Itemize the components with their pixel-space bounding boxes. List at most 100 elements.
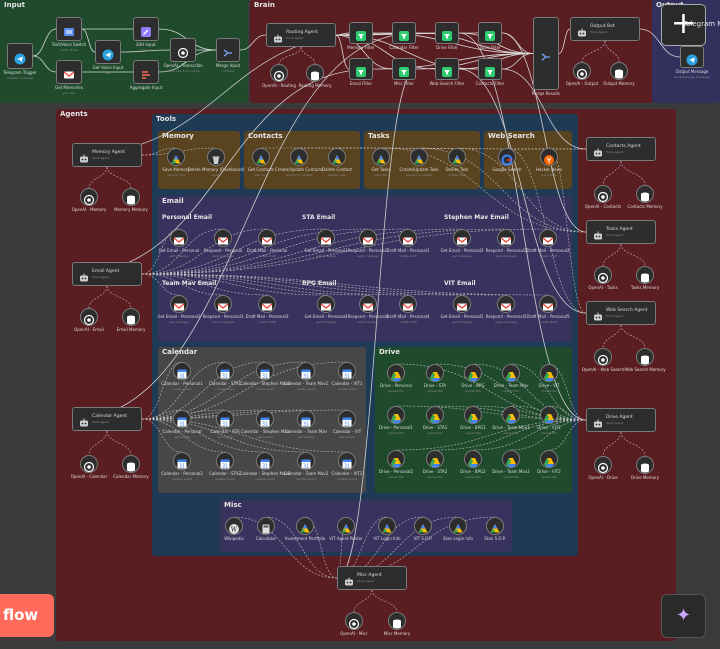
node-contacts-memory[interactable]: Contacts Memory — [627, 185, 663, 209]
node-routing-memory[interactable]: Routing Memory — [299, 64, 331, 88]
output-message-body[interactable] — [680, 46, 704, 68]
drive-filter-body[interactable] — [435, 22, 459, 44]
calendar-sta2-body[interactable]: 31 — [216, 452, 234, 470]
routing-memory-body[interactable] — [306, 64, 324, 82]
node-misc-memory[interactable]: Misc Memory — [384, 612, 410, 636]
node-calendar-memory[interactable]: Calendar Memory — [113, 455, 149, 479]
draft-mail-personal2-body[interactable] — [539, 229, 557, 247]
calendar-personal2-body[interactable]: 31 — [173, 452, 191, 470]
get-email-personal5-body[interactable] — [453, 295, 471, 313]
tasks-agent-body[interactable] — [586, 220, 656, 244]
contacts-filter-body[interactable] — [478, 58, 502, 80]
vit-login-info-body[interactable] — [378, 517, 396, 535]
node-openai-output[interactable]: OpenAI - Output — [566, 62, 598, 86]
drive-bpg1-body[interactable] — [464, 406, 482, 424]
stan-login-info-body[interactable] — [449, 517, 467, 535]
tasks-memory-body[interactable] — [636, 266, 654, 284]
section-email[interactable]: Email — [158, 196, 572, 342]
telegram-trigger-body[interactable] — [7, 43, 33, 69]
drive-agent-body[interactable] — [586, 408, 656, 432]
memory-memory-body[interactable] — [122, 188, 140, 206]
calendar-memory-body[interactable] — [122, 455, 140, 473]
drive-team-mav2-body[interactable] — [502, 450, 520, 468]
drive-memory-body[interactable] — [636, 456, 654, 474]
vit-agent-roster-body[interactable] — [337, 517, 355, 535]
drive-bpg2-body[interactable] — [464, 450, 482, 468]
node-misc-filter[interactable]: Misc Filter — [392, 58, 416, 86]
calendar-sta-body[interactable]: 31 — [216, 410, 234, 428]
calendar-filter-body[interactable] — [392, 22, 416, 44]
openai-misc-body[interactable] — [345, 612, 363, 630]
get-memories-body[interactable] — [56, 60, 82, 84]
respond-personal3-body[interactable] — [214, 295, 232, 313]
output-bot-body[interactable] — [570, 17, 640, 41]
node-email-filter[interactable]: Email Filter — [349, 58, 373, 86]
calendar-vit2-body[interactable]: 31 — [338, 452, 356, 470]
google-search-body[interactable] — [498, 148, 516, 166]
respond-personal1-body[interactable] — [359, 229, 377, 247]
contacts-memory-body[interactable] — [636, 185, 654, 203]
respond-personal5-body[interactable] — [497, 295, 515, 313]
node-investment-portfolio[interactable]: Investment Portfolio — [285, 517, 325, 541]
node-web-search-memory[interactable]: Web Search Memory — [624, 348, 666, 372]
node-openai-calendar[interactable]: OpenAI - Calendar — [71, 455, 107, 479]
vit-sop-body[interactable] — [414, 517, 432, 535]
calendar-agent-body[interactable] — [72, 407, 142, 431]
draft-mail-personal3-body[interactable] — [258, 295, 276, 313]
add-node-button[interactable]: + — [661, 4, 706, 46]
investment-portfolio-body[interactable] — [296, 517, 314, 535]
node-vit-login-info[interactable]: VIT Login Info — [373, 517, 401, 541]
create-update-contacts-body[interactable] — [290, 148, 308, 166]
node-openai-contacts[interactable]: OpenAI - Contacts — [585, 185, 621, 209]
node-drive-filter[interactable]: Drive Filter — [435, 22, 459, 50]
node-memory-filter[interactable]: Memory Filter — [347, 22, 375, 50]
openai-calendar-body[interactable] — [80, 455, 98, 473]
node-delete-memory[interactable]: Delete Memory (Dashboard)delete — [188, 148, 244, 177]
drive-personal-body[interactable] — [387, 364, 405, 382]
openai-memory-body[interactable] — [80, 188, 98, 206]
node-openai-drive[interactable]: OpenAI - Drive — [588, 456, 618, 480]
node-contacts-filter[interactable]: Contacts Filter — [476, 58, 504, 86]
section-input[interactable]: Input — [0, 0, 248, 103]
calendar-team-mav-body[interactable]: 31 — [297, 410, 315, 428]
misc-memory-body[interactable] — [388, 612, 406, 630]
node-stan-login-info[interactable]: Stan Login Info — [443, 517, 473, 541]
drive-sta2-body[interactable] — [426, 450, 444, 468]
calendar-team-mav1-body[interactable]: 31 — [297, 362, 315, 380]
node-openai-misc[interactable]: OpenAI - Misc — [340, 612, 368, 636]
text-voice-switch-body[interactable] — [56, 17, 82, 41]
web-search-filter-body[interactable] — [435, 58, 459, 80]
delete-task-body[interactable] — [448, 148, 466, 166]
edit-input-body[interactable] — [133, 17, 159, 41]
node-openai-tasks[interactable]: OpenAI - Tasks — [588, 266, 618, 290]
draft-mail-personal4-body[interactable] — [399, 295, 417, 313]
